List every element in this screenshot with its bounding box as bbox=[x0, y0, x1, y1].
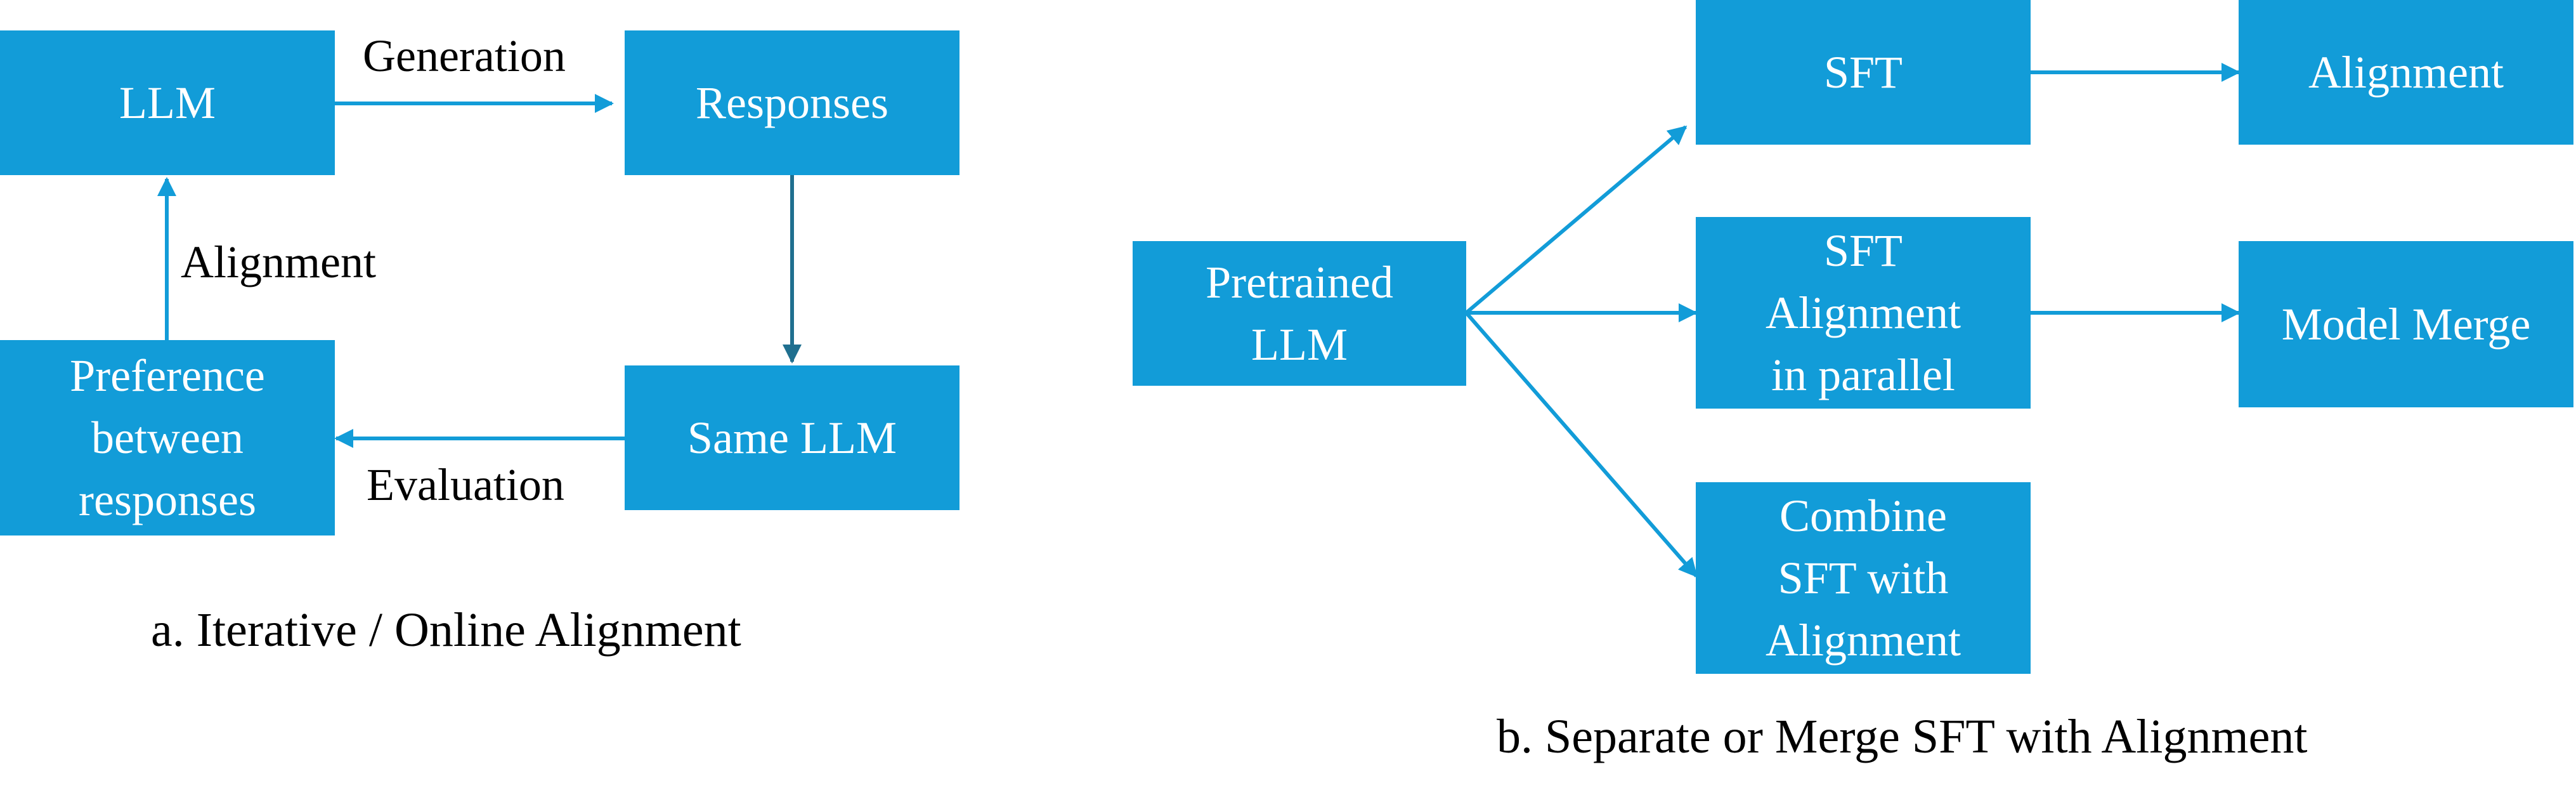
alignment-edge-label: Alignment bbox=[181, 237, 376, 287]
responses-box-label: Responses bbox=[696, 77, 888, 128]
sft-alignment-parallel-box-label: SFT Alignment in parallel bbox=[1766, 225, 1961, 400]
combine-sft-alignment-box: Combine SFT with Alignment bbox=[1696, 482, 2031, 674]
combine-sft-alignment-box-label: Combine SFT with Alignment bbox=[1766, 490, 1961, 666]
llm-box: LLM bbox=[0, 30, 335, 175]
model-merge-box: Model Merge bbox=[2239, 241, 2573, 407]
preference-box-label: Preference between responses bbox=[70, 350, 265, 525]
arrow-pretrained-to-combine bbox=[1464, 312, 1698, 578]
panel-b-caption: b. Separate or Merge SFT with Alignment bbox=[1497, 710, 2308, 763]
responses-box: Responses bbox=[625, 30, 959, 175]
arrow-pretrained-to-sft bbox=[1465, 125, 1688, 315]
alignment-box-label: Alignment bbox=[2308, 47, 2504, 98]
alignment-box: Alignment bbox=[2239, 0, 2573, 145]
sft-box: SFT bbox=[1696, 0, 2031, 145]
evaluation-label: Evaluation bbox=[367, 459, 564, 510]
same-llm-box: Same LLM bbox=[625, 365, 959, 510]
pretrained-llm-box: Pretrained LLM bbox=[1133, 241, 1466, 386]
pretrained-llm-box-label: Pretrained LLM bbox=[1206, 257, 1393, 370]
sft-box-label: SFT bbox=[1823, 47, 1903, 98]
sft-alignment-parallel-box: SFT Alignment in parallel bbox=[1696, 217, 2031, 409]
llm-box-label: LLM bbox=[119, 77, 216, 128]
panel-a-caption: a. Iterative / Online Alignment bbox=[151, 603, 741, 657]
same-llm-box-label: Same LLM bbox=[687, 412, 897, 463]
model-merge-box-label: Model Merge bbox=[2281, 299, 2531, 350]
preference-box: Preference between responses bbox=[0, 340, 335, 535]
generation-label: Generation bbox=[363, 30, 566, 81]
